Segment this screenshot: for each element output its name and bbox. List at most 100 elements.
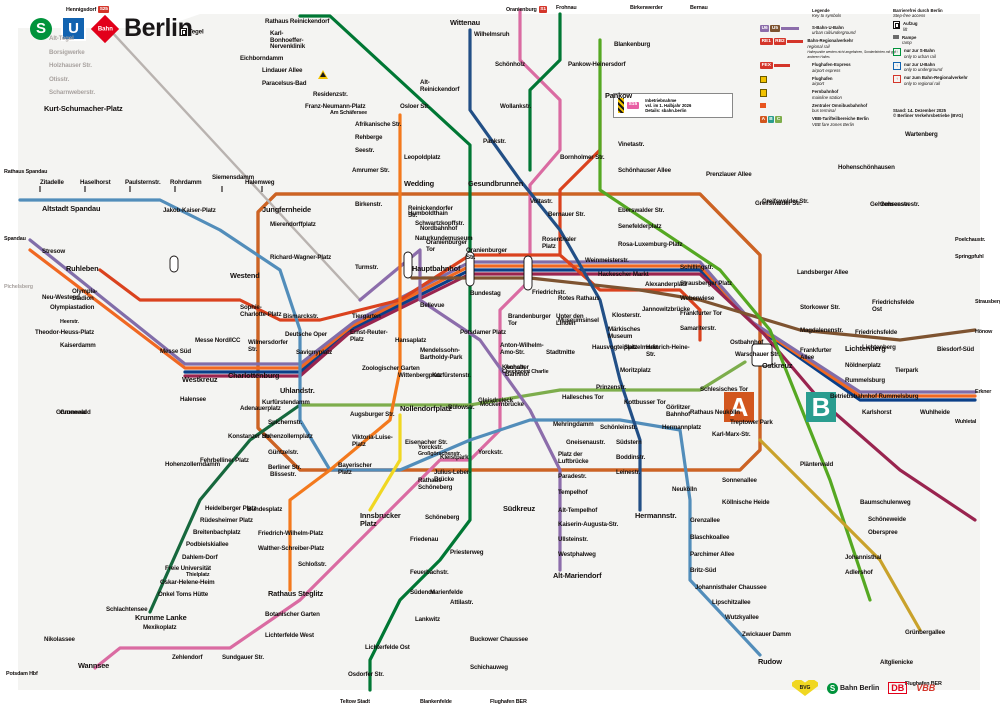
station-label[interactable]: Ostkreuz — [762, 362, 793, 370]
station-label[interactable]: Olympia-Stadion — [72, 288, 118, 302]
station-label[interactable]: Schönholz — [495, 61, 525, 69]
station-label[interactable]: Ernst-Reuter-Platz — [350, 329, 396, 343]
station-label[interactable]: Julius-Leber-Brücke — [434, 469, 480, 483]
station-label[interactable]: Turmstr. — [355, 264, 378, 272]
station-label[interactable]: Savignyplatz — [296, 349, 332, 357]
station-label[interactable]: Wedding — [404, 180, 434, 188]
station-label[interactable]: Bülowstr. — [448, 404, 494, 412]
station-label[interactable]: Betriebsbahnhof Rummelsburg — [830, 393, 919, 401]
station-label[interactable]: Hausvogteiplatz — [592, 344, 638, 352]
station-label[interactable]: Pankow — [605, 92, 632, 100]
station-label[interactable]: Hackescher Markt — [598, 271, 649, 279]
station-label[interactable]: Pankstr. — [483, 138, 506, 146]
station-label[interactable]: Kottbusser Tor — [624, 399, 670, 407]
station-label[interactable]: Westphalweg — [558, 551, 596, 559]
station-label[interactable]: Warschauer Str. — [735, 351, 781, 359]
station-label[interactable]: Pankow-Heinersdorf — [568, 61, 626, 69]
station-label[interactable]: Berliner Str. — [268, 464, 301, 472]
station-label[interactable]: Friedrichsfelde Ost — [872, 299, 918, 313]
station-label[interactable]: Lichtenberg — [862, 344, 896, 352]
station-label[interactable]: Hauptbahnhof — [412, 265, 460, 273]
station-label[interactable]: Frankfurter Allee — [800, 347, 846, 361]
station-label[interactable]: Voltastr. — [530, 198, 553, 206]
station-label[interactable]: Deutsche Oper — [285, 331, 331, 339]
station-label[interactable]: Görlitzer Bahnhof — [666, 404, 712, 418]
station-label[interactable]: Breitenbachplatz — [193, 529, 241, 537]
station-label[interactable]: Lankwitz — [415, 616, 440, 624]
station-label[interactable]: Alt-Tegel — [49, 35, 74, 43]
station-label[interactable]: Leopoldplatz — [404, 154, 441, 162]
station-label[interactable]: Nollendorfplatz — [400, 405, 452, 413]
station-label[interactable]: Greifswalder Str. — [762, 198, 809, 206]
station-label[interactable]: Messe Süd — [160, 348, 206, 356]
station-label[interactable]: Rathaus Schöneberg — [418, 477, 464, 491]
station-label[interactable]: Priesterweg — [450, 549, 484, 557]
station-label[interactable]: Kochstr. — [502, 364, 526, 372]
station-label[interactable]: Kurt-Schumacher-Platz — [44, 105, 123, 113]
station-label[interactable]: Hansaplatz — [395, 337, 441, 345]
station-label[interactable]: Birkenwerder — [630, 5, 663, 12]
station-label[interactable]: Bellevue — [420, 302, 444, 310]
station-label[interactable]: Lichtenberg — [845, 345, 886, 353]
station-label[interactable]: Bundestag — [470, 290, 516, 298]
station-label[interactable]: Kaiserin-Augusta-Str. — [558, 521, 618, 529]
station-label[interactable]: Buckower Chaussee — [470, 636, 528, 644]
station-label[interactable]: Frohnau — [556, 5, 577, 12]
station-label[interactable]: Naturkundemuseum — [415, 235, 473, 243]
station-label[interactable]: Rummelsburg — [845, 377, 885, 385]
station-label[interactable]: Bundesplatz — [247, 506, 282, 514]
station-label[interactable]: Gehrenseestr. — [870, 201, 909, 209]
station-label[interactable]: Rehberge — [355, 134, 382, 142]
station-label[interactable]: Wittenbergplatz — [398, 372, 444, 380]
station-label[interactable]: Wilmersdorfer Str. — [248, 339, 294, 353]
station-label[interactable]: Osloer Str. — [400, 103, 430, 111]
station-label[interactable]: Halemweg — [245, 179, 275, 187]
station-label[interactable]: Unter den Linden — [556, 313, 602, 327]
station-label[interactable]: Altstadt Spandau — [42, 205, 101, 213]
station-label[interactable]: Seestr. — [355, 147, 374, 155]
station-label[interactable]: Sonnenallee — [722, 477, 757, 485]
station-label[interactable]: Tierpark — [895, 367, 918, 375]
station-label[interactable]: Strausberger Platz — [680, 280, 732, 288]
station-label[interactable]: Kleistpark — [440, 454, 469, 462]
station-label[interactable]: Grenzallee — [690, 517, 720, 525]
station-label[interactable]: Onkel Toms Hütte — [158, 591, 208, 599]
station-label[interactable]: Augsburger Str. — [350, 411, 396, 419]
station-label[interactable]: Heidelberger Platz — [205, 505, 256, 513]
station-label[interactable]: Schillingstr. — [680, 264, 713, 272]
station-label[interactable]: Hermannplatz — [662, 424, 701, 432]
station-label[interactable]: Bernau — [690, 5, 708, 12]
station-label[interactable]: Blankenfelde — [420, 699, 452, 706]
station-label[interactable]: Gleisdreieck — [478, 397, 524, 405]
station-label[interactable]: Biesdorf-Süd — [937, 346, 983, 354]
station-label[interactable]: Schlachtensee — [106, 606, 148, 614]
station-label[interactable]: Innsbrucker Platz — [360, 512, 406, 528]
station-label[interactable]: Tiergarten — [352, 313, 398, 321]
station-label[interactable]: Ullsteinstr. — [558, 536, 588, 544]
station-label[interactable]: Senefelderplatz — [618, 223, 662, 231]
station-label[interactable]: Strausberg Nord — [975, 299, 1000, 306]
station-label[interactable]: Friedrichsfelde — [855, 329, 897, 337]
station-label[interactable]: Freie Universität — [165, 565, 211, 573]
station-label[interactable]: Mexikoplatz — [143, 624, 189, 632]
station-label[interactable]: Paracelsus-Bad — [262, 80, 306, 88]
station-label[interactable]: Alt-Reinickendorf — [420, 79, 466, 93]
station-label[interactable]: Prenzlauer Allee — [706, 171, 752, 179]
station-label[interactable]: Wutzkyallee — [725, 614, 759, 622]
station-label[interactable]: Ostbahnhof — [730, 339, 763, 347]
station-label[interactable]: Rosenthaler Platz — [542, 236, 588, 250]
station-label[interactable]: Platz der Luftbrücke — [558, 451, 604, 465]
station-label[interactable]: Walther-Schreiber-Platz — [258, 545, 324, 553]
station-label[interactable]: Wuhletal — [955, 419, 976, 426]
station-label[interactable]: Adlershof — [845, 569, 873, 577]
station-label[interactable]: Holzhauser Str. — [49, 62, 92, 70]
station-label[interactable]: Grunewald — [56, 409, 87, 417]
station-label[interactable]: Treptower Park — [730, 419, 773, 427]
station-label[interactable]: Schwartzkopffstr. — [415, 220, 464, 228]
station-label[interactable]: Ruhleben — [66, 265, 99, 273]
station-label[interactable]: Halensee — [180, 396, 206, 404]
station-label[interactable]: Johannisthaler Chaussee — [695, 584, 767, 592]
station-label[interactable]: Poelchaustr. — [955, 237, 1000, 244]
station-label[interactable]: Museumsinsel — [558, 317, 604, 325]
